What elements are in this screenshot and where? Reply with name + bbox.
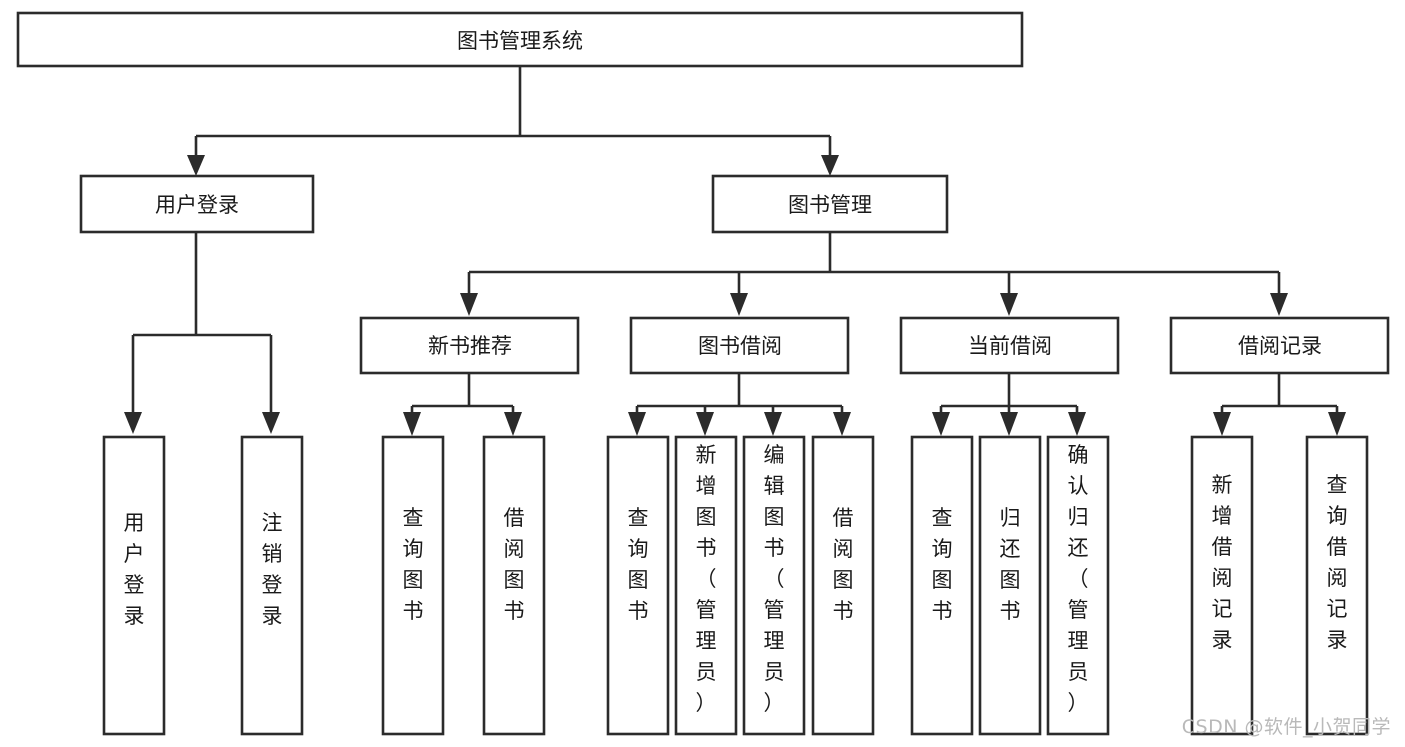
node-leaf-query-record[interactable]: 查询借阅记录 <box>1305 435 1369 736</box>
node-user-login-box[interactable] <box>79 174 315 234</box>
node-leaf-query-book-1-box[interactable] <box>381 435 445 736</box>
node-leaf-borrow-book-2-box[interactable] <box>811 435 875 736</box>
node-user-login-label: 用户登录 <box>155 193 239 217</box>
node-borrow-record[interactable]: 借阅记录 <box>1169 316 1390 375</box>
node-leaf-borrow-book-2-label: 借阅图书 <box>833 506 854 623</box>
node-leaf-query-book-3[interactable]: 查询图书 <box>910 435 974 736</box>
node-new-book-recommend[interactable]: 新书推荐 <box>359 316 580 375</box>
node-leaf-logout-login-label: 注销登录 <box>262 511 283 628</box>
arrowhead-leaf-borrow-book-1 <box>504 412 522 436</box>
arrowhead-leaf-user-login <box>124 412 142 434</box>
arrowhead-leaf-return-book <box>1000 412 1018 436</box>
node-new-book-recommend-label: 新书推荐 <box>428 334 512 358</box>
node-current-borrow-box[interactable] <box>899 316 1120 375</box>
arrowhead-leaf-query-book-2 <box>628 412 646 436</box>
arrowhead-book-borrow <box>730 293 748 316</box>
node-borrow-record-label: 借阅记录 <box>1238 334 1322 358</box>
arrowhead-leaf-edit-book-admin <box>764 412 782 436</box>
arrowhead-leaf-query-book-3 <box>932 412 950 436</box>
node-leaf-add-record[interactable]: 新增借阅记录 <box>1190 435 1254 736</box>
node-user-login[interactable]: 用户登录 <box>79 174 315 234</box>
node-leaf-borrow-book-1-label: 借阅图书 <box>504 506 525 623</box>
arrowhead-borrow-record <box>1270 293 1288 316</box>
arrowhead-leaf-add-book-admin <box>696 412 714 436</box>
node-leaf-borrow-book-2[interactable]: 借阅图书 <box>811 435 875 736</box>
connector-layer <box>124 66 1346 436</box>
node-leaf-borrow-book-1-box[interactable] <box>482 435 546 736</box>
node-leaf-query-record-label: 查询借阅记录 <box>1327 473 1348 652</box>
node-leaf-logout-login[interactable]: 注销登录 <box>240 435 304 736</box>
node-leaf-query-book-1[interactable]: 查询图书 <box>381 435 445 736</box>
node-leaf-user-login[interactable]: 用户登录 <box>102 435 166 736</box>
arrowhead-leaf-borrow-book-2 <box>833 412 851 436</box>
node-leaf-query-book-1-label: 查询图书 <box>403 506 424 623</box>
node-current-borrow[interactable]: 当前借阅 <box>899 316 1120 375</box>
node-root-label: 图书管理系统 <box>457 29 583 53</box>
node-leaf-borrow-book-1[interactable]: 借阅图书 <box>482 435 546 736</box>
node-new-book-recommend-box[interactable] <box>359 316 580 375</box>
node-leaf-confirm-return-label: 确认归还（管理员） <box>1068 443 1089 715</box>
arrowhead-leaf-query-record <box>1328 412 1346 436</box>
arrowhead-leaf-confirm-return <box>1068 412 1086 436</box>
node-current-borrow-label: 当前借阅 <box>968 334 1052 358</box>
node-leaf-add-book-admin[interactable]: 新增图书（管理员） <box>674 435 738 736</box>
node-leaf-edit-book-admin-label: 编辑图书（管理员） <box>764 443 785 715</box>
arrowhead-current-borrow <box>1000 293 1018 316</box>
node-leaf-add-record-box[interactable] <box>1190 435 1254 736</box>
node-leaf-query-book-2-label: 查询图书 <box>628 506 649 623</box>
arrowhead-leaf-add-record <box>1213 412 1231 436</box>
node-borrow-record-box[interactable] <box>1169 316 1390 375</box>
node-leaf-add-book-admin-label: 新增图书（管理员） <box>696 443 717 715</box>
node-leaf-user-login-label: 用户登录 <box>124 511 145 628</box>
node-root-box[interactable] <box>16 11 1024 68</box>
node-leaf-return-book-box[interactable] <box>978 435 1042 736</box>
node-leaf-query-record-box[interactable] <box>1305 435 1369 736</box>
csdn-watermark: CSDN @软件_小贺同学 <box>1181 716 1391 738</box>
node-leaf-query-book-2[interactable]: 查询图书 <box>606 435 670 736</box>
leaf-layer: 用户登录 注销登录 查询图书 借阅图书 查询图书 新增图书（管理员） <box>102 435 1369 736</box>
arrowhead-new-book-recommend <box>460 293 478 316</box>
node-leaf-user-login-box[interactable] <box>102 435 166 736</box>
node-leaf-confirm-return-box[interactable] <box>1046 435 1110 736</box>
node-book-borrow-label: 图书借阅 <box>698 334 782 358</box>
node-book-borrow-box[interactable] <box>629 316 850 375</box>
node-book-manage[interactable]: 图书管理 <box>711 174 949 234</box>
node-root[interactable]: 图书管理系统 <box>16 11 1024 68</box>
node-leaf-logout-login-box[interactable] <box>240 435 304 736</box>
node-leaf-confirm-return[interactable]: 确认归还（管理员） <box>1046 435 1110 736</box>
arrowhead-leaf-query-book-1 <box>403 412 421 436</box>
node-leaf-edit-book-admin[interactable]: 编辑图书（管理员） <box>742 435 806 736</box>
node-book-manage-label: 图书管理 <box>788 193 872 217</box>
node-leaf-edit-book-admin-box[interactable] <box>742 435 806 736</box>
arrowhead-user-login <box>187 155 205 176</box>
node-book-manage-box[interactable] <box>711 174 949 234</box>
node-leaf-add-record-label: 新增借阅记录 <box>1212 473 1233 652</box>
node-book-borrow[interactable]: 图书借阅 <box>629 316 850 375</box>
arrowhead-book-manage <box>821 155 839 176</box>
node-leaf-query-book-3-box[interactable] <box>910 435 974 736</box>
node-leaf-return-book-label: 归还图书 <box>1000 506 1021 623</box>
node-leaf-query-book-3-label: 查询图书 <box>932 506 953 623</box>
node-leaf-add-book-admin-box[interactable] <box>674 435 738 736</box>
node-leaf-return-book[interactable]: 归还图书 <box>978 435 1042 736</box>
arrowhead-leaf-logout-login <box>262 412 280 434</box>
node-leaf-query-book-2-box[interactable] <box>606 435 670 736</box>
